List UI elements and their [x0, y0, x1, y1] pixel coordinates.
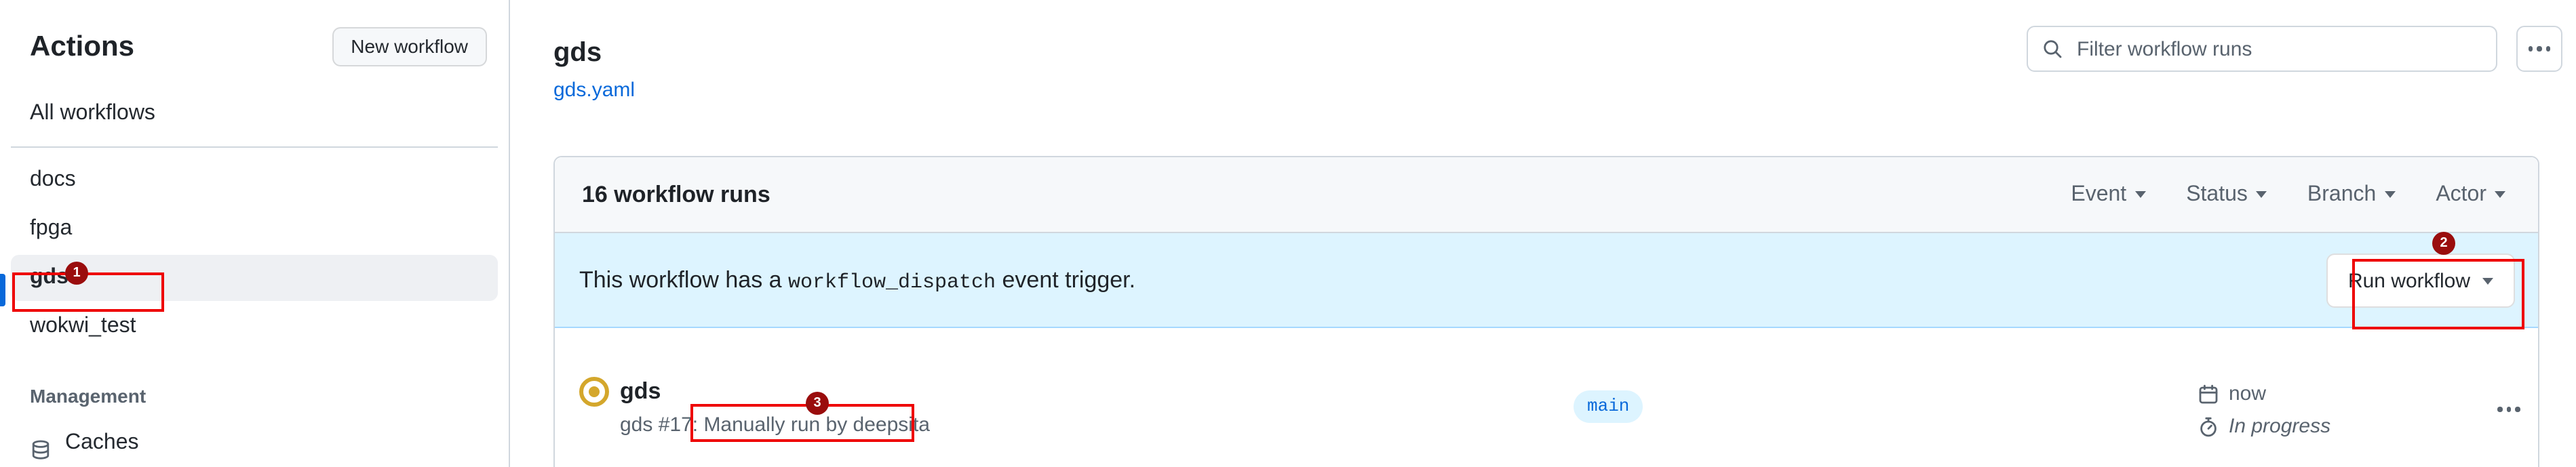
management-heading: Management [30, 385, 147, 407]
workflow-dispatch-banner: This workflow has a workflow_dispatch ev… [555, 233, 2538, 328]
sidebar-item-caches[interactable]: Caches [11, 420, 498, 466]
sidebar-divider [11, 146, 498, 148]
run-description: gds #17: Manually run by deepsita [620, 413, 930, 436]
filter-workflow-runs-input[interactable] [2074, 36, 2482, 62]
sidebar: Actions New workflow All workflows docs … [0, 0, 510, 467]
page-title: gds [553, 38, 602, 68]
kebab-icon [2528, 46, 2533, 52]
workflow-file-link[interactable]: gds.yaml [553, 79, 636, 102]
run-kebab-button[interactable] [2492, 401, 2525, 417]
search-icon [2042, 38, 2063, 60]
run-status-text: In progress [2229, 415, 2331, 438]
sidebar-header: Actions New workflow [0, 0, 509, 66]
run-workflow-button[interactable]: Run workflow [2326, 253, 2515, 308]
filter-actor-dropdown[interactable]: Actor [2436, 182, 2505, 207]
sidebar-item-gds[interactable]: gds [11, 255, 498, 301]
chevron-down-icon [2495, 191, 2505, 198]
page-kebab-button[interactable] [2516, 26, 2562, 72]
run-name-link[interactable]: gds [620, 378, 661, 404]
new-workflow-button[interactable]: New workflow [332, 27, 487, 66]
run-time: now [2198, 382, 2266, 405]
cache-stack-icon [30, 432, 52, 460]
caches-label: Caches [65, 431, 139, 454]
filter-box [2027, 26, 2497, 72]
chevron-down-icon [2255, 191, 2267, 198]
sidebar-item-fpga[interactable]: fpga [30, 217, 73, 240]
workflow-dispatch-code: workflow_dispatch [788, 270, 996, 293]
run-filters: Event Status Branch Actor [2071, 182, 2505, 207]
sidebar-item-docs[interactable]: docs [30, 168, 76, 191]
sidebar-title: Actions [30, 31, 135, 62]
in-progress-icon [579, 377, 609, 407]
workflow-list: docs fpga gds wokwi_test [0, 157, 509, 350]
calendar-icon [2198, 383, 2219, 405]
workflow-runs-panel: 16 workflow runs Event Status Branch [553, 156, 2539, 467]
dispatch-banner-text: This workflow has a workflow_dispatch ev… [579, 266, 1136, 293]
run-status: In progress [2198, 415, 2330, 438]
panel-header: 16 workflow runs Event Status Branch [555, 157, 2538, 233]
run-trigger-text: Manually run by deepsita [703, 413, 930, 436]
chevron-down-icon [2482, 277, 2493, 284]
sidebar-item-wokwi-test[interactable]: wokwi_test [30, 314, 136, 338]
filter-status-dropdown[interactable]: Status [2186, 182, 2267, 207]
chevron-down-icon [2384, 191, 2396, 198]
workflow-run-row[interactable]: gds gds #17: Manually run by deepsita ma… [555, 328, 2538, 467]
chevron-down-icon [2134, 191, 2146, 198]
filter-branch-dropdown[interactable]: Branch [2307, 182, 2396, 207]
sidebar-item-all-workflows[interactable]: All workflows [30, 102, 155, 125]
active-item-indicator [0, 274, 5, 306]
kebab-icon [2497, 407, 2502, 411]
workflow-runs-count: 16 workflow runs [582, 181, 770, 207]
page-title-block: gds gds.yaml [553, 35, 635, 102]
filter-event-dropdown[interactable]: Event [2071, 182, 2146, 207]
stopwatch-icon [2198, 415, 2219, 437]
branch-badge[interactable]: main [1574, 390, 1643, 423]
